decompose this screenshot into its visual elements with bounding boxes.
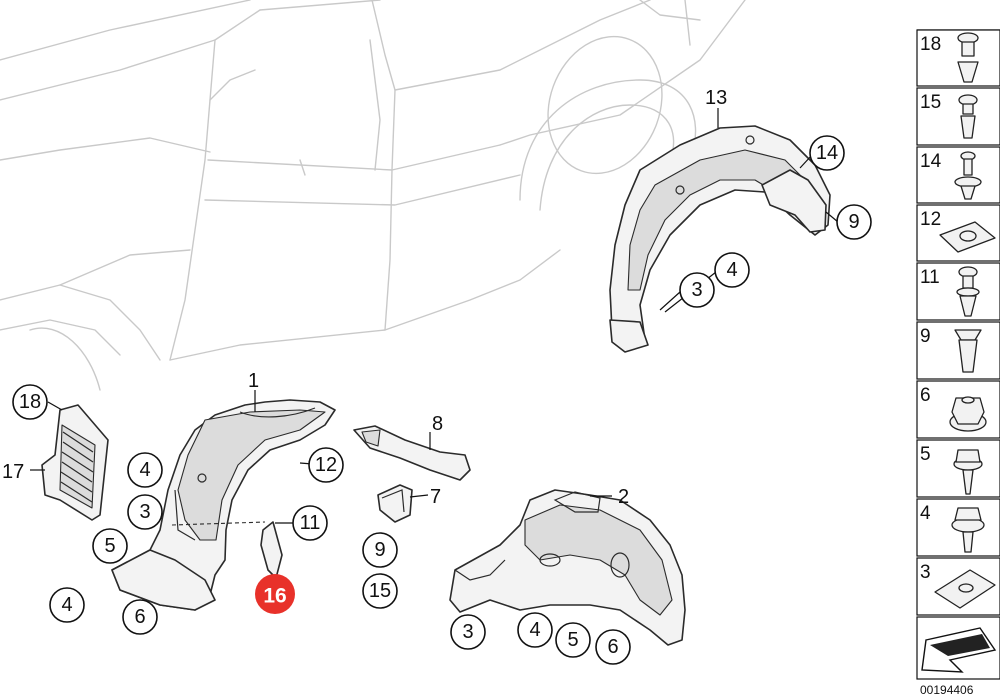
svg-text:2: 2 xyxy=(618,486,629,508)
svg-text:7: 7 xyxy=(430,486,441,508)
callout-4: 4 xyxy=(127,452,163,488)
part-2-wheel-arch-liner-rear-section xyxy=(449,489,686,646)
part-8-bracket xyxy=(353,425,471,481)
diagram-code: 00194406 xyxy=(920,683,974,697)
svg-text:18: 18 xyxy=(19,391,41,413)
callout-6: 6 xyxy=(595,629,631,665)
callout-1: 1 xyxy=(248,370,259,392)
part-17-air-duct xyxy=(41,404,109,521)
hex-nut-icon xyxy=(949,396,987,432)
svg-text:17: 17 xyxy=(2,461,24,483)
legend-item-12[interactable]: 12 xyxy=(916,204,1000,262)
expanding-rivet-icon xyxy=(954,151,982,200)
legend-item-9[interactable]: 9 xyxy=(916,321,1000,380)
svg-text:14: 14 xyxy=(816,142,838,164)
svg-text:12: 12 xyxy=(315,454,337,476)
svg-text:11: 11 xyxy=(300,512,321,534)
svg-text:3: 3 xyxy=(139,501,150,523)
callout-11: 11 xyxy=(292,505,328,541)
svg-text:9: 9 xyxy=(848,211,859,233)
callout-13: 13 xyxy=(705,87,727,109)
callout-15: 15 xyxy=(362,573,398,609)
self-tapping-screw-icon xyxy=(953,449,983,495)
svg-text:14: 14 xyxy=(920,151,942,172)
svg-text:6: 6 xyxy=(920,385,931,406)
fastener-legend: 18 15 14 xyxy=(916,29,1000,697)
svg-text:6: 6 xyxy=(607,636,618,658)
part-1-front-wheel-arch-liner xyxy=(111,399,336,611)
legend-item-6[interactable]: 6 xyxy=(916,380,1000,439)
svg-text:5: 5 xyxy=(920,444,931,465)
callout-16-highlighted[interactable]: 16 xyxy=(255,574,295,614)
callout-9: 9 xyxy=(836,204,872,240)
clip-nut-icon xyxy=(939,221,996,253)
svg-text:4: 4 xyxy=(726,259,737,281)
expanding-nut-icon xyxy=(954,329,982,373)
svg-text:13: 13 xyxy=(705,87,727,109)
svg-text:9: 9 xyxy=(920,326,931,347)
legend-item-14[interactable]: 14 xyxy=(916,146,1000,204)
callout-3: 3 xyxy=(450,614,486,650)
svg-text:15: 15 xyxy=(920,92,941,113)
svg-text:4: 4 xyxy=(139,459,150,481)
svg-text:11: 11 xyxy=(920,267,940,288)
svg-text:5: 5 xyxy=(104,535,115,557)
svg-text:15: 15 xyxy=(369,580,391,602)
legend-item-4[interactable]: 4 xyxy=(916,498,1000,557)
callout-3: 3 xyxy=(127,494,163,530)
callout-5: 5 xyxy=(555,622,591,658)
svg-text:9: 9 xyxy=(374,539,385,561)
svg-text:3: 3 xyxy=(920,562,931,583)
legend-item-15[interactable]: 15 xyxy=(916,87,1000,146)
callout-4: 4 xyxy=(714,252,750,288)
svg-text:6: 6 xyxy=(134,606,145,628)
push-rivet-icon xyxy=(957,32,979,83)
callout-4: 4 xyxy=(49,587,85,623)
callout-12: 12 xyxy=(308,447,344,483)
hex-flange-screw-icon xyxy=(951,507,985,553)
callout-18: 18 xyxy=(12,384,48,420)
part-13-rear-wheel-arch-liner xyxy=(609,125,831,353)
svg-text:4: 4 xyxy=(920,503,931,524)
part-7-bracket xyxy=(377,484,413,523)
callout-6: 6 xyxy=(122,599,158,635)
svg-text:4: 4 xyxy=(61,594,72,616)
svg-text:3: 3 xyxy=(462,621,473,643)
svg-text:12: 12 xyxy=(920,209,941,230)
callout-4: 4 xyxy=(517,612,553,648)
spring-nut-icon xyxy=(934,569,996,609)
callout-17: 17 xyxy=(2,461,24,483)
callout-2: 2 xyxy=(618,486,629,508)
callout-5: 5 xyxy=(92,528,128,564)
callout-8: 8 xyxy=(432,413,443,435)
svg-text:1: 1 xyxy=(248,370,259,392)
part-11-cover-plate xyxy=(260,521,283,579)
legend-item-3[interactable]: 3 xyxy=(916,557,1000,616)
svg-text:4: 4 xyxy=(529,619,540,641)
callout-14: 14 xyxy=(809,135,845,171)
legend-item-11[interactable]: 11 xyxy=(916,262,1000,321)
svg-text:5: 5 xyxy=(567,629,578,651)
svg-text:18: 18 xyxy=(920,34,941,55)
svg-text:3: 3 xyxy=(691,279,702,301)
push-rivet-icon xyxy=(956,266,980,317)
callout-7: 7 xyxy=(430,486,441,508)
svg-text:8: 8 xyxy=(432,413,443,435)
callout-9: 9 xyxy=(362,532,398,568)
svg-text:16: 16 xyxy=(263,585,286,608)
screw-icon xyxy=(958,94,978,139)
legend-item-5[interactable]: 5 xyxy=(916,439,1000,498)
view-arrow-box[interactable] xyxy=(916,616,1000,680)
car-body-outline xyxy=(0,0,746,391)
legend-item-18[interactable]: 18 xyxy=(916,29,1000,87)
callout-3: 3 xyxy=(679,272,715,308)
direction-arrow-icon xyxy=(921,627,997,673)
